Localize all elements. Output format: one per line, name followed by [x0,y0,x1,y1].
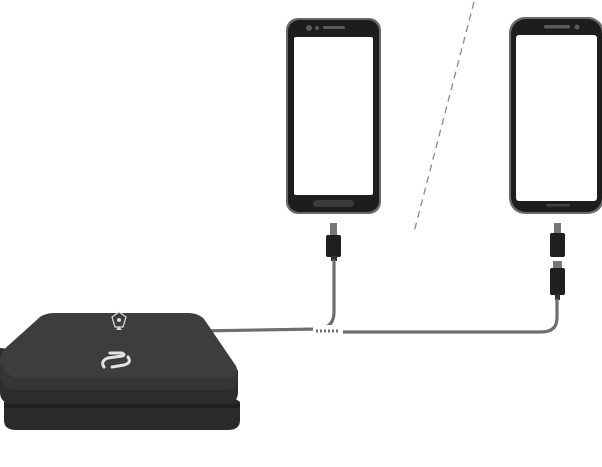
home-button [313,200,354,207]
phone-left-screen [294,37,373,195]
front-camera-icon [306,25,312,31]
earpiece-speaker [544,25,570,29]
usb-adapter-right [550,261,565,300]
dashed-divider [413,1,475,233]
cable-left [196,259,336,333]
phone-right-screen [516,35,597,201]
portable-drive [0,311,240,430]
cable-right [338,298,559,334]
phone-right [509,17,602,214]
seagate-logo [101,351,131,369]
phone-left [286,18,381,214]
earpiece-speaker [323,26,345,29]
wireless-status-icon [111,311,127,330]
cable-junction [313,325,343,337]
usb-c-connector-left [326,223,341,261]
usb-c-connector-right [550,223,565,257]
front-camera-icon [574,24,580,30]
